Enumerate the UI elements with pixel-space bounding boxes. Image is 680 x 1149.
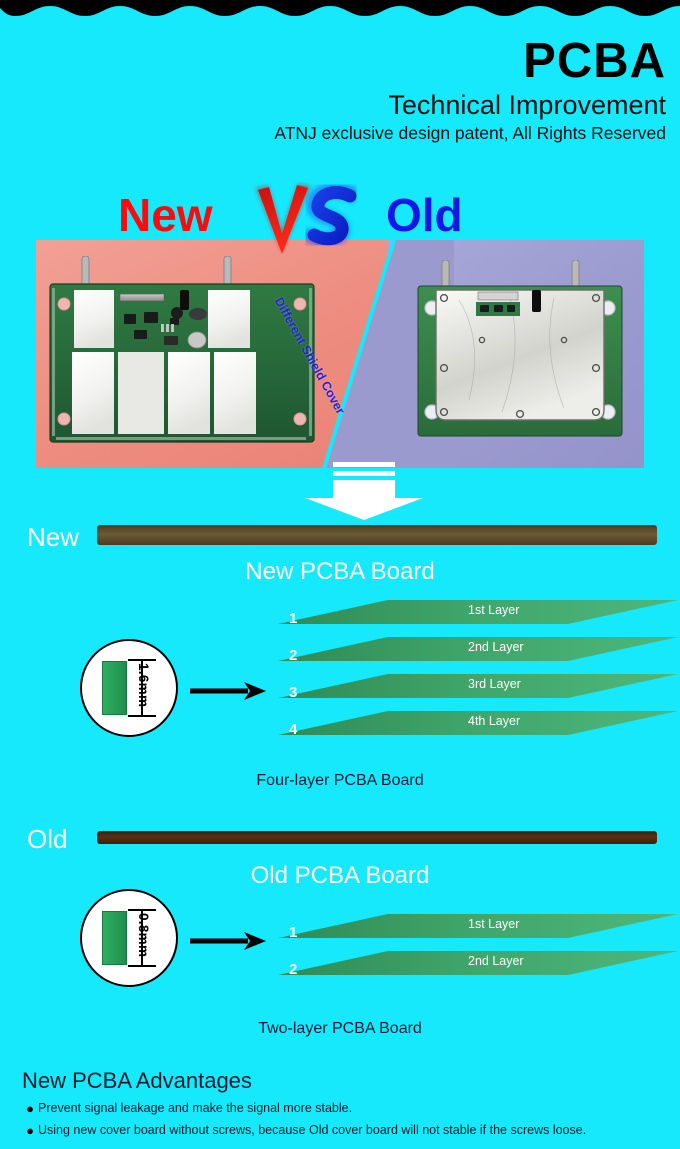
header: PCBA Technical Improvement ATNJ exclusiv… [0, 34, 680, 144]
new-thickness-callout: 1.6mm [80, 639, 270, 743]
layer-label: 1st Layer [468, 917, 520, 931]
advantages-section: New PCBA Advantages ● Prevent signal lea… [22, 1068, 672, 1146]
layer-plane [278, 951, 678, 975]
advantages-title: New PCBA Advantages [22, 1068, 252, 1093]
layer-label: 2nd Layer [468, 954, 524, 968]
comparison-photo-band: Different Shield Cover [36, 240, 644, 468]
new-thickness-value: 1.6mm [136, 663, 151, 708]
page-tagline: ATNJ exclusive design patent, All Rights… [274, 123, 666, 144]
top-scallop-decoration [0, 0, 680, 16]
layer-label: 2nd Layer [468, 640, 524, 654]
versus-old-label: Old [386, 189, 463, 241]
old-layer-labels: 1 1st Layer 2 2nd Layer [278, 912, 678, 988]
old-pcb-photo [417, 260, 623, 437]
advantage-text: Using new cover board without screws, be… [38, 1123, 587, 1138]
old-callout-arrow-icon [190, 932, 266, 950]
old-section-label: Old [27, 824, 68, 854]
page-title: PCBA [523, 34, 666, 88]
old-section-divider-bar [97, 831, 657, 844]
layer-plane [278, 674, 678, 698]
down-arrow-icon [305, 462, 423, 520]
new-callout-arrow-icon [190, 682, 266, 700]
new-section-label: New [27, 522, 80, 552]
old-board-caption: Two-layer PCBA Board [258, 1020, 422, 1037]
old-thickness-dimension-bracket [128, 909, 156, 967]
layer-label: 3rd Layer [468, 677, 521, 691]
layer-plane [278, 914, 678, 938]
layer-plane [278, 637, 678, 661]
new-layer-stack [278, 600, 678, 735]
layer-number: 2 [289, 647, 298, 664]
new-pcb-photo [49, 256, 315, 443]
versus-brushstroke-icon [256, 182, 360, 254]
old-thickness-value: 0.8mm [136, 913, 151, 958]
new-section-bar-row: New [0, 520, 680, 552]
page-subtitle: Technical Improvement [388, 89, 666, 120]
layer-plane [278, 711, 678, 735]
versus-new-label: New [118, 189, 213, 241]
new-thickness-circle [80, 639, 178, 737]
old-thickness-callout: 0.8mm [80, 889, 270, 993]
new-section-divider-bar [97, 525, 657, 545]
layer-label: 1st Layer [468, 603, 520, 617]
versus-heading: New Old [0, 182, 680, 254]
layer-plane [278, 600, 678, 624]
bullet-icon: ● [26, 1123, 34, 1139]
layer-label: 4th Layer [468, 714, 521, 728]
new-thickness-dimension-bracket [128, 659, 156, 717]
new-layer-labels: 1 1st Layer 2 2nd Layer 3 3rd Layer 4 4t… [278, 598, 678, 748]
old-thickness-circle [80, 889, 178, 987]
layer-number: 4 [289, 721, 298, 738]
new-board-cross-section [102, 661, 127, 715]
old-board-title: Old PCBA Board [250, 862, 430, 889]
new-board-caption: Four-layer PCBA Board [256, 772, 424, 789]
old-board-cross-section [102, 911, 127, 965]
new-board-title: New PCBA Board [245, 558, 435, 585]
advantage-item: ● Prevent signal leakage and make the si… [22, 1101, 672, 1117]
advantage-text: Prevent signal leakage and make the sign… [38, 1101, 353, 1115]
bullet-icon: ● [26, 1101, 34, 1116]
advantage-item: ● Using new cover board without screws, … [22, 1123, 672, 1139]
layer-number: 3 [289, 684, 298, 701]
old-section-bar-row: Old [0, 824, 680, 854]
layer-number: 1 [289, 924, 298, 941]
old-layer-stack [278, 914, 678, 975]
layer-number: 2 [289, 961, 298, 978]
layer-number: 1 [289, 610, 298, 627]
